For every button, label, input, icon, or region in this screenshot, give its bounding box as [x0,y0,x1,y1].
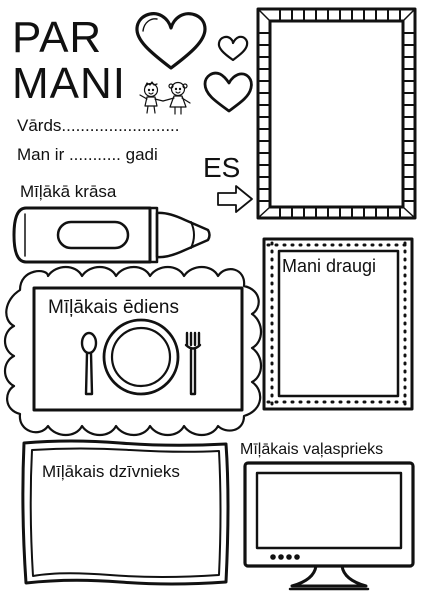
medium-heart-icon [203,71,253,113]
children-icon [139,81,191,115]
favorite-hobby-label: Mīļākais vaļasprieks [240,441,384,458]
photo-frame [256,7,417,220]
title-mani: MANI [12,59,126,108]
es-label: ES [203,152,241,183]
friends-label: Mani draugi [282,256,377,276]
monitor-icon [243,461,415,591]
small-heart-icon [217,35,249,62]
age-field[interactable]: Man ir ........... gadi [17,145,158,164]
food-frame [3,265,263,437]
favorite-color-label: Mīļākā krāsa [20,182,117,201]
fork-icon [184,331,202,396]
animal-frame [21,439,230,586]
friends-frame [262,237,414,411]
arrow-icon [217,185,253,213]
favorite-food-label: Mīļākais ēdiens [48,297,179,318]
spoon-icon [80,331,98,396]
big-heart-icon [135,12,207,70]
crayon-icon [12,206,211,264]
favorite-animal-label: Mīļākais dzīvnieks [42,462,180,481]
plate-icon [102,318,180,396]
title-par: PAR [12,13,103,62]
name-field[interactable]: Vārds......................... [17,116,180,135]
